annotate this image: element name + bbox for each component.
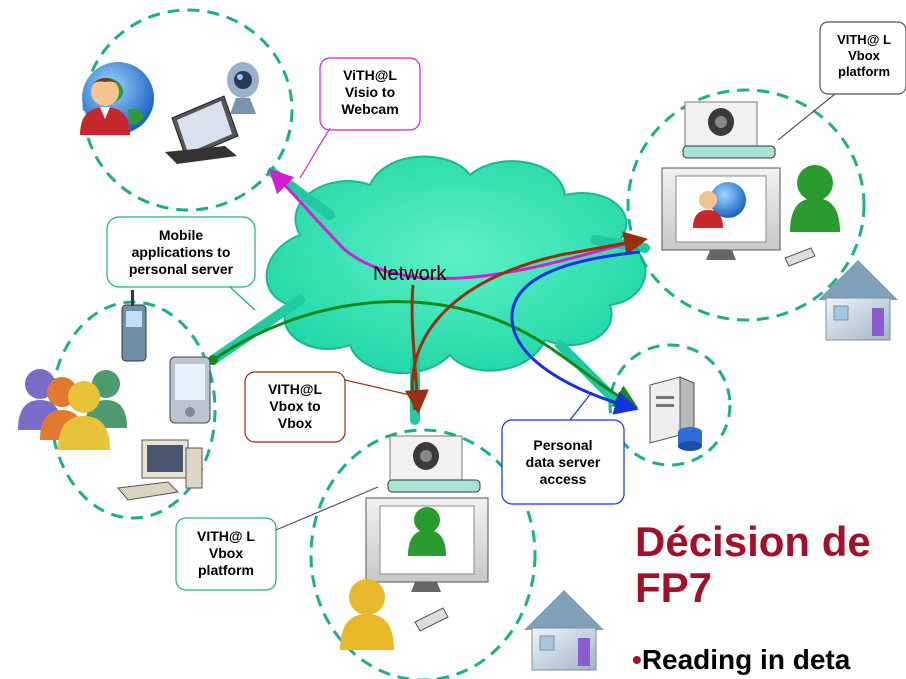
network-label: Network	[373, 263, 447, 285]
user-yellow-icon	[340, 579, 394, 650]
tv-screen-icon-bottom	[365, 497, 489, 592]
callout-vbox-to-vbox: VITH@L Vbox to Vbox	[267, 381, 323, 431]
callout-personal-data-server: Personal data server access	[525, 437, 601, 487]
user-green-icon-screen	[408, 507, 446, 556]
callout-vbox-platform-bottom: VITH@ L Vbox platform	[197, 528, 255, 578]
server-icon	[649, 376, 702, 451]
node-circles	[49, 8, 866, 679]
tv-screen-icon	[661, 167, 781, 260]
bullet-text: Reading in deta	[641, 644, 851, 675]
pda-icon	[169, 356, 211, 424]
bullet-dot: •	[632, 644, 642, 675]
desktop-computer-icon	[117, 439, 203, 501]
callout-shapes	[106, 21, 906, 591]
user-globe-icon-screen	[693, 182, 746, 228]
webcam-icon	[227, 62, 259, 114]
network-cloud	[265, 155, 647, 375]
callout-visio-to-webcam: ViTH@L Visio to Webcam	[341, 67, 399, 117]
bullet-item: •Reading in deta	[632, 644, 850, 676]
callout-mobile-applications: Mobile applications to personal server	[128, 227, 234, 277]
laptop-icon	[165, 95, 239, 164]
remote-control-icon	[784, 247, 816, 267]
house-icon-bottom	[524, 590, 604, 671]
callout-vbox-platform-top: VITH@ L Vbox platform	[837, 32, 891, 79]
user-green-icon	[790, 165, 840, 232]
slide-title-line2: FP7	[635, 564, 713, 611]
videoconference-camera-icon	[682, 101, 776, 159]
slide-title-line1: Décision de	[635, 518, 871, 565]
data-flow-arrows	[208, 168, 648, 415]
remote-control-icon-bottom	[414, 607, 449, 632]
mobile-phone-icon	[121, 290, 147, 362]
house-icon	[818, 260, 898, 341]
user-globe-icon	[80, 62, 154, 135]
videoconference-camera-icon-bottom	[387, 435, 481, 493]
user-group-icon	[18, 369, 127, 450]
